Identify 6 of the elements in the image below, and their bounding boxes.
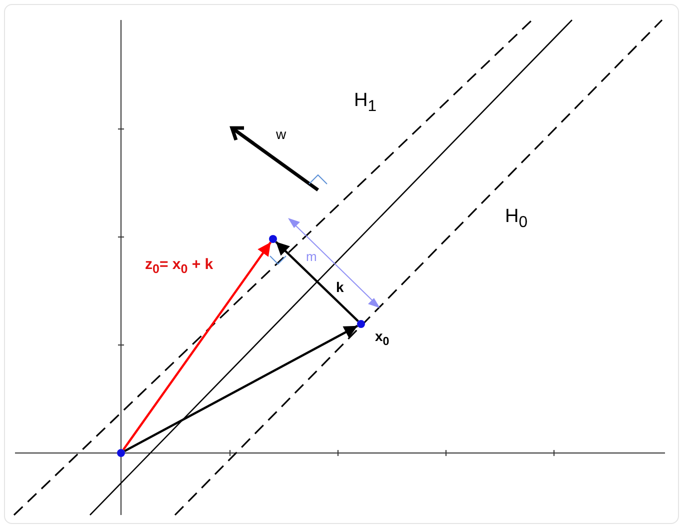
edge-label: k: [336, 280, 344, 294]
point-label: z$_{0}$= x$_{0}$ + k: [145, 257, 214, 276]
arrow: [275, 240, 359, 322]
arrow: [122, 242, 272, 450]
arrow: [124, 324, 358, 452]
point-label: x$_{0}$: [375, 329, 390, 348]
